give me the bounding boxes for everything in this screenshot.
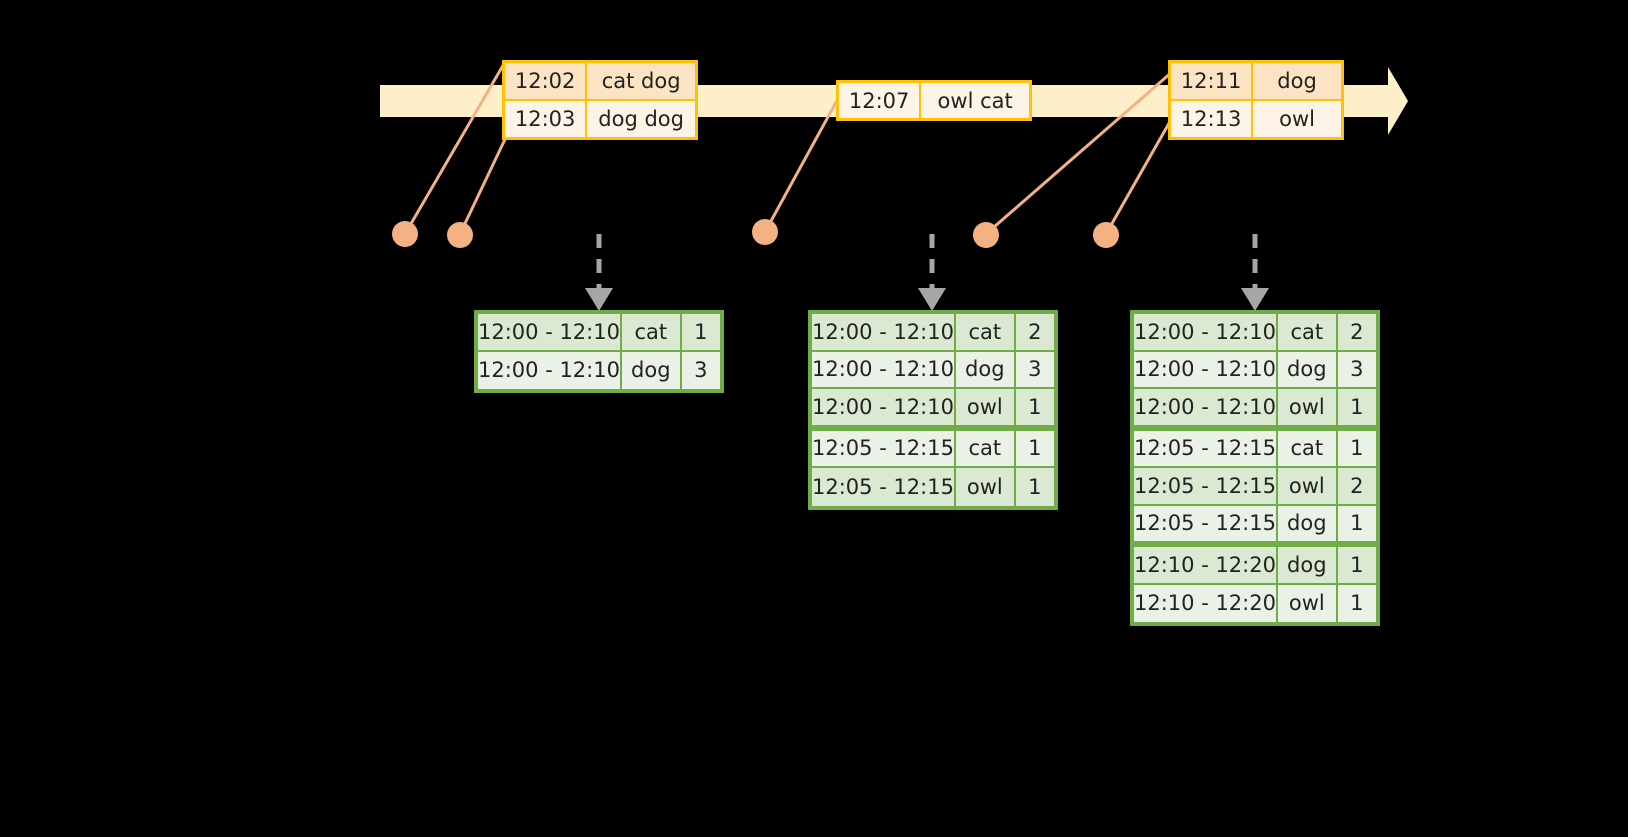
cell-count: 1 [1015,468,1054,506]
cell-window: 12:10 - 12:20 [1134,547,1278,585]
event-words: dog [1253,63,1341,99]
cell-window: 12:05 - 12:15 [1134,430,1278,468]
cell-window: 12:00 - 12:10 [1134,314,1278,352]
cell-count: 3 [1337,351,1376,389]
cell-count: 1 [1015,389,1054,427]
cell-word: dog [1277,505,1338,543]
cell-word: owl [1277,468,1338,506]
cell-count: 1 [1337,584,1376,622]
event-time: 12:03 [505,101,588,137]
cell-count: 1 [1337,505,1376,543]
event-words: dog dog [587,101,695,137]
cell-window: 12:00 - 12:10 [1134,389,1278,427]
event-row: 12:03 dog dog [505,99,695,137]
cell-count: 3 [1015,351,1054,389]
cell-word: dog [621,351,682,389]
event-row: 12:02 cat dog [505,63,695,99]
event-row: 12:13 owl [1171,99,1341,137]
cell-word: cat [955,430,1016,468]
event-time: 12:11 [1171,63,1254,99]
cell-count: 1 [681,314,720,352]
cell-window: 12:00 - 12:10 [812,314,956,352]
event-box-1211[interactable]: 12:11 dog 12:13 owl [1168,60,1344,140]
event-time: 12:13 [1171,101,1254,137]
cell-count: 1 [1337,389,1376,427]
event-time: 12:07 [839,83,922,118]
cell-count: 1 [1337,547,1376,585]
cell-count: 1 [1337,430,1376,468]
cell-window: 12:00 - 12:10 [478,314,622,352]
dot-1203 [447,222,473,248]
event-box-1202[interactable]: 12:02 cat dog 12:03 dog dog [502,60,698,140]
cell-word: dog [1277,547,1338,585]
cell-count: 2 [1337,314,1376,352]
cell-word: cat [955,314,1016,352]
cell-word: owl [955,468,1016,506]
cell-word: owl [1277,584,1338,622]
event-words: owl cat [921,83,1029,118]
cell-word: dog [955,351,1016,389]
dot-1211 [973,222,999,248]
cell-count: 2 [1015,314,1054,352]
cell-window: 12:05 - 12:15 [812,430,956,468]
cell-window: 12:05 - 12:15 [1134,468,1278,506]
event-row: 12:07 owl cat [839,83,1029,118]
cell-count: 3 [681,351,720,389]
cell-word: cat [1277,314,1338,352]
cell-count: 1 [1015,430,1054,468]
cell-word: dog [1277,351,1338,389]
dot-1213 [1093,222,1119,248]
event-time: 12:02 [505,63,588,99]
cell-window: 12:00 - 12:10 [812,389,956,427]
timeline-arrowhead-icon [1368,67,1408,135]
cell-word: owl [955,389,1016,427]
dot-1207 [752,219,778,245]
event-words: owl [1253,101,1341,137]
cell-window: 12:05 - 12:15 [1134,505,1278,543]
cell-word: cat [621,314,682,352]
cell-window: 12:00 - 12:10 [812,351,956,389]
cell-word: owl [1277,389,1338,427]
cell-word: cat [1277,430,1338,468]
cell-count: 2 [1337,468,1376,506]
cell-window: 12:10 - 12:20 [1134,584,1278,622]
cell-window: 12:00 - 12:10 [478,351,622,389]
event-box-1207[interactable]: 12:07 owl cat [836,80,1032,121]
dot-1202 [392,221,418,247]
cell-window: 12:00 - 12:10 [1134,351,1278,389]
event-row: 12:11 dog [1171,63,1341,99]
cell-window: 12:05 - 12:15 [812,468,956,506]
event-words: cat dog [587,63,695,99]
